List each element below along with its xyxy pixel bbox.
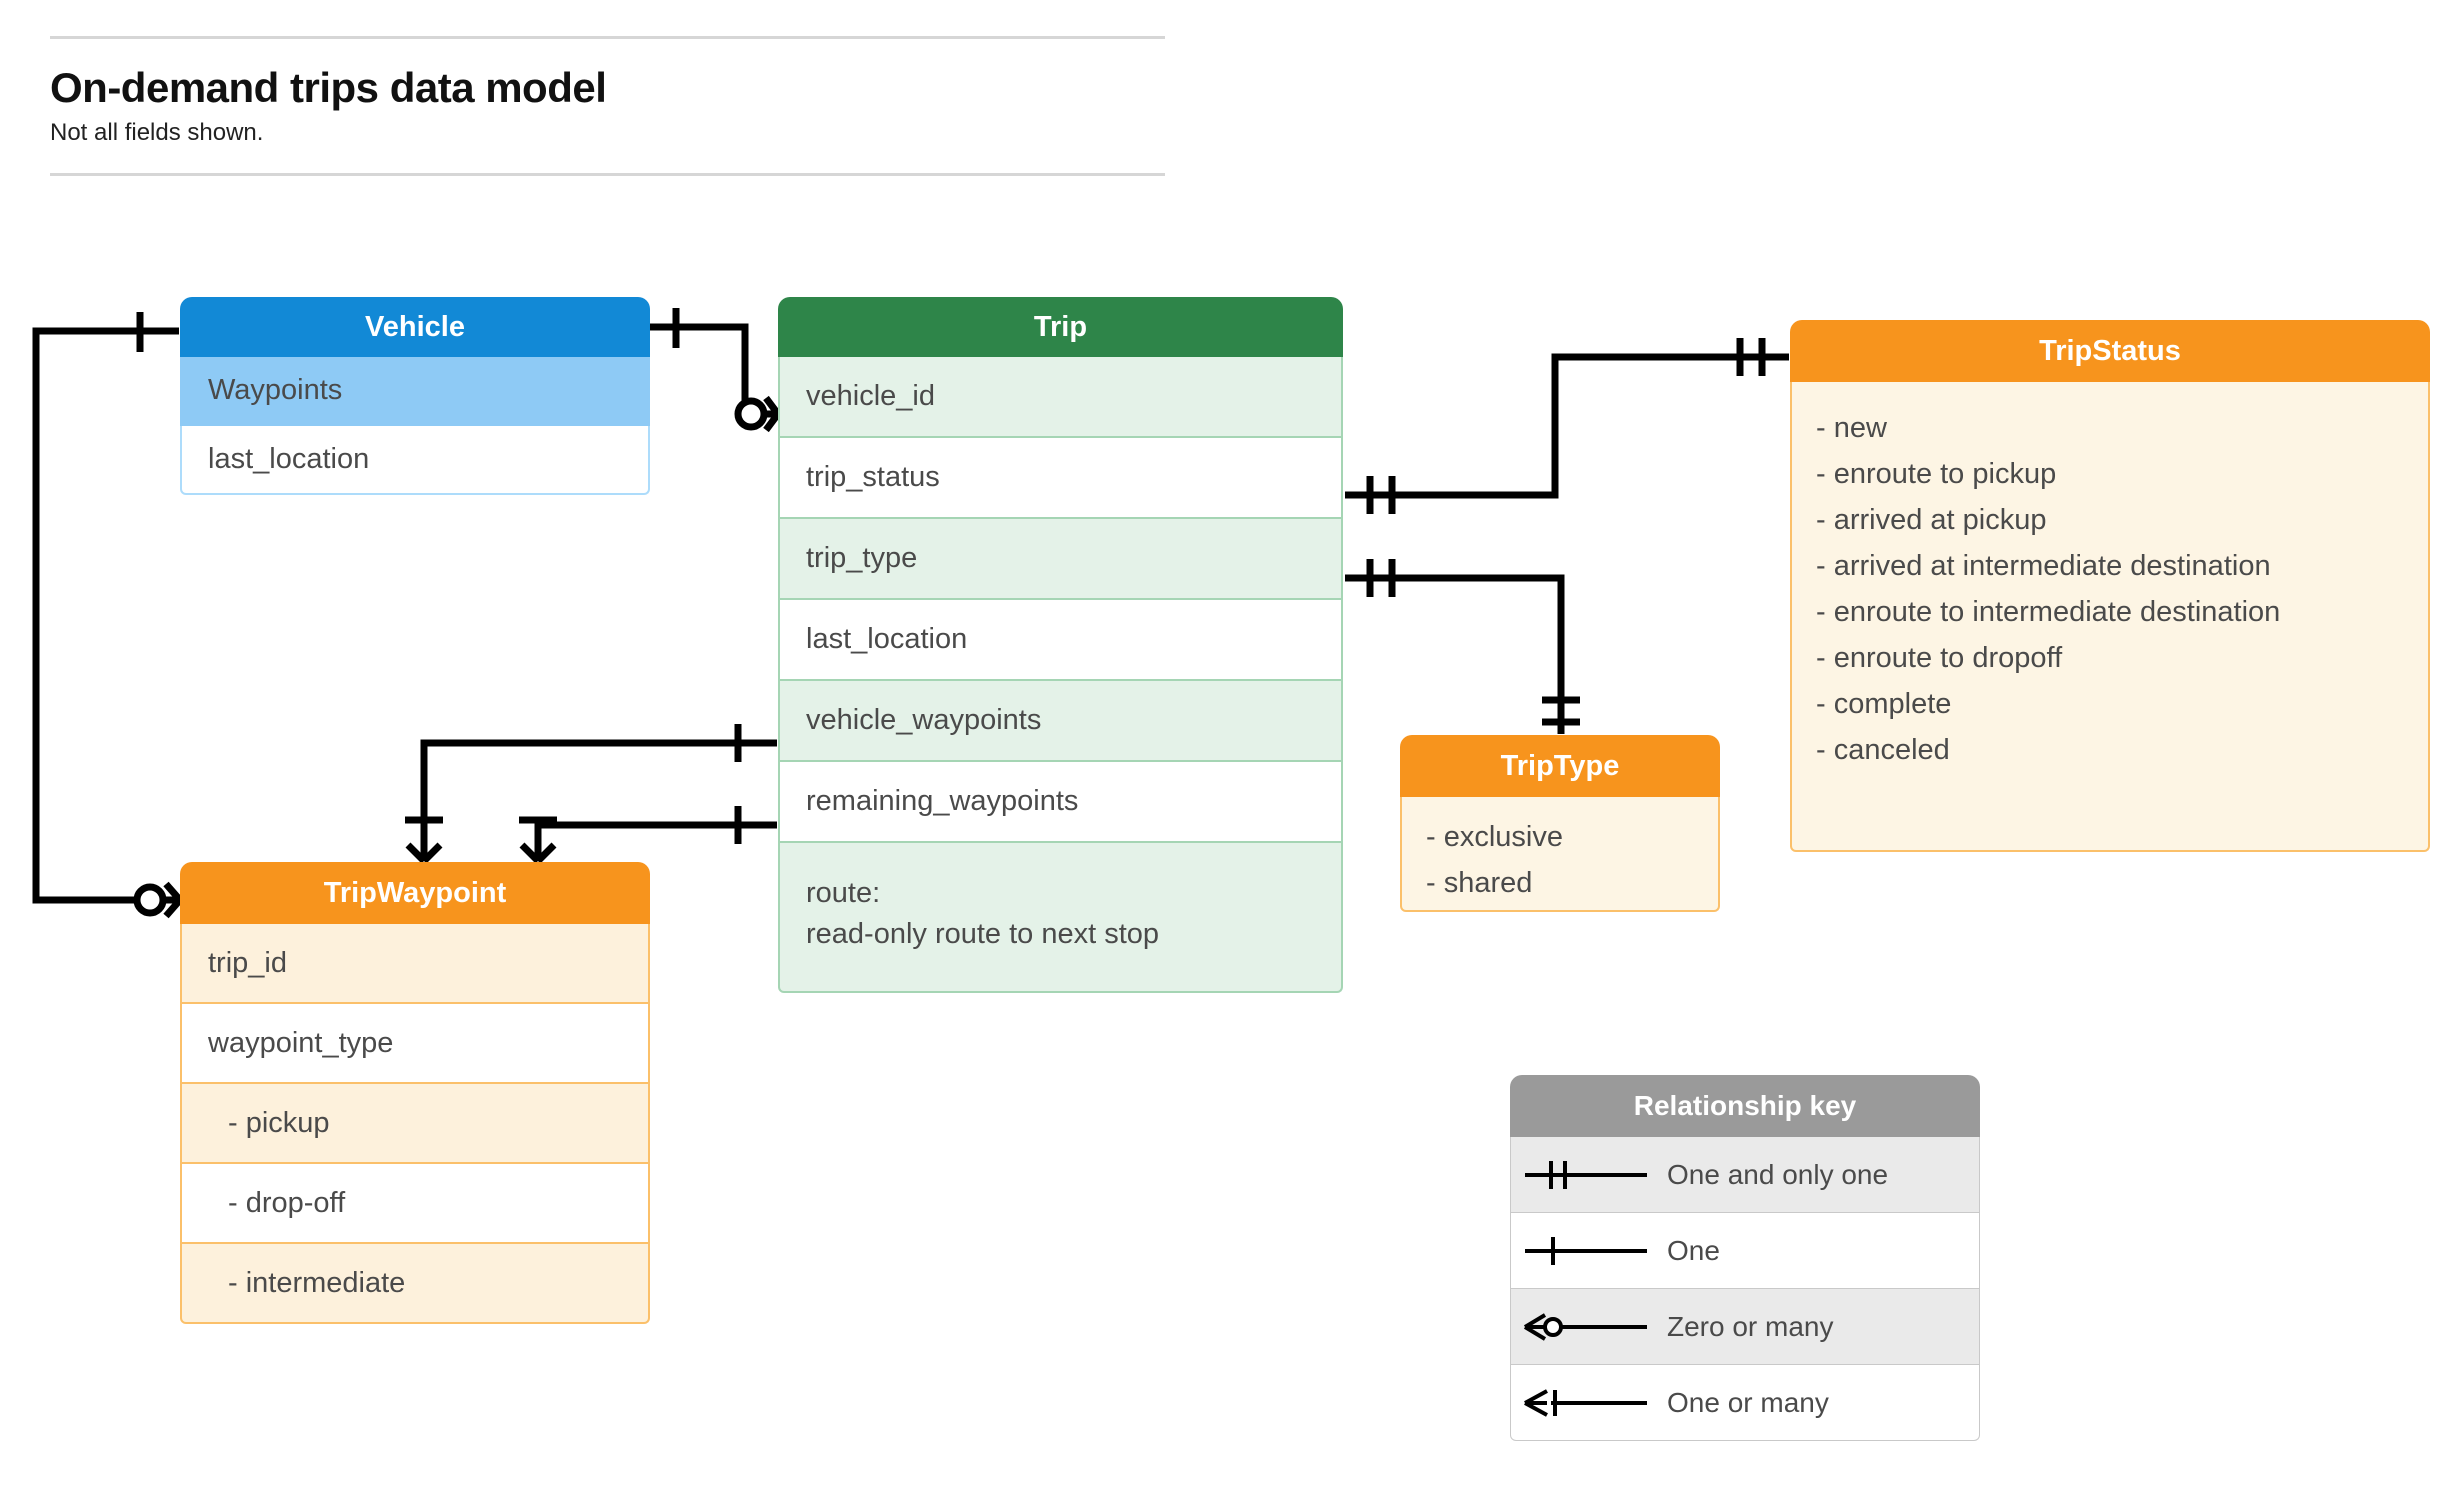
connector-vehicle-waypoints-to-tripwaypoint xyxy=(32,312,183,919)
trip-route-label: route: xyxy=(806,877,881,909)
entity-tripwaypoint-title: TripWaypoint xyxy=(180,862,650,924)
connector-vehicle-to-trip xyxy=(650,308,781,433)
trip-field-vehicle-waypoints[interactable]: vehicle_waypoints xyxy=(778,681,1343,762)
relationship-key-panel: Relationship key One and only one One xyxy=(1510,1075,1980,1441)
tripstatus-values: - new - enroute to pickup - arrived at p… xyxy=(1790,382,2430,852)
entity-vehicle[interactable]: Vehicle Waypoints last_location xyxy=(180,297,650,495)
vehicle-field-last-location[interactable]: last_location xyxy=(180,426,650,495)
relationship-key-label: One and only one xyxy=(1667,1158,1889,1190)
vehicle-field-waypoints[interactable]: Waypoints xyxy=(180,357,650,426)
triptype-value-exclusive: - exclusive xyxy=(1426,821,1563,853)
trip-field-vehicle-id[interactable]: vehicle_id xyxy=(778,357,1343,438)
page-subtitle: Not all fields shown. xyxy=(50,118,264,146)
tripstatus-value-enroute-to-dropoff: - enroute to dropoff xyxy=(1816,642,2063,674)
connector-trip-status-to-tripstatus xyxy=(1345,338,1789,514)
relationship-key-row: One xyxy=(1510,1213,1980,1289)
entity-vehicle-title: Vehicle xyxy=(180,297,650,357)
zero-or-many-icon xyxy=(1511,1307,1661,1347)
triptype-value-shared: - shared xyxy=(1426,867,1533,899)
tripstatus-value-arrived-at-pickup: - arrived at pickup xyxy=(1816,504,2047,536)
connector-remaining-waypoints-field-to-tripwaypoint xyxy=(519,806,777,864)
triptype-values: - exclusive - shared xyxy=(1400,797,1720,912)
trip-field-trip-status[interactable]: trip_status xyxy=(778,438,1343,519)
relationship-key-row: Zero or many xyxy=(1510,1289,1980,1365)
tripstatus-value-arrived-at-intermediate-destination: - arrived at intermediate destination xyxy=(1816,550,2271,582)
one-and-only-one-icon xyxy=(1511,1155,1661,1195)
entity-tripstatus[interactable]: TripStatus - new - enroute to pickup - a… xyxy=(1790,320,2430,852)
tripwaypoint-value-drop-off[interactable]: - drop-off xyxy=(180,1164,650,1244)
tripstatus-value-canceled: - canceled xyxy=(1816,734,1950,766)
trip-field-trip-type[interactable]: trip_type xyxy=(778,519,1343,600)
entity-trip[interactable]: Trip vehicle_id trip_status trip_type la… xyxy=(778,297,1343,993)
trip-field-route[interactable]: route: read-only route to next stop xyxy=(778,843,1343,993)
relationship-key-label: One xyxy=(1667,1234,1720,1266)
header-rule-top xyxy=(50,36,1165,39)
tripwaypoint-value-pickup[interactable]: - pickup xyxy=(180,1084,650,1164)
tripstatus-value-enroute-to-pickup: - enroute to pickup xyxy=(1816,458,2057,490)
relationship-key-label: Zero or many xyxy=(1667,1310,1834,1342)
one-icon xyxy=(1511,1231,1661,1271)
relationship-key-row: One and only one xyxy=(1510,1137,1980,1213)
entity-trip-title: Trip xyxy=(778,297,1343,357)
tripwaypoint-value-intermediate[interactable]: - intermediate xyxy=(180,1244,650,1324)
tripwaypoint-field-waypoint-type[interactable]: waypoint_type xyxy=(180,1004,650,1084)
entity-tripstatus-title: TripStatus xyxy=(1790,320,2430,382)
one-or-many-icon xyxy=(1511,1383,1661,1423)
relationship-key-title: Relationship key xyxy=(1510,1075,1980,1137)
connector-trip-type-to-triptype xyxy=(1345,559,1580,734)
tripstatus-value-new: - new xyxy=(1816,412,1887,444)
entity-triptype-title: TripType xyxy=(1400,735,1720,797)
tripstatus-value-enroute-to-intermediate-destination: - enroute to intermediate destination xyxy=(1816,596,2281,628)
header-rule-bottom xyxy=(50,173,1165,177)
tripstatus-value-complete: - complete xyxy=(1816,688,1952,720)
tripwaypoint-field-trip-id[interactable]: trip_id xyxy=(180,924,650,1004)
connector-vehicle-waypoints-field-to-tripwaypoint xyxy=(405,724,777,864)
entity-tripwaypoint[interactable]: TripWaypoint trip_id waypoint_type - pic… xyxy=(180,862,650,1324)
trip-field-last-location[interactable]: last_location xyxy=(778,600,1343,681)
page-title: On-demand trips data model xyxy=(50,64,607,111)
relationship-key-row: One or many xyxy=(1510,1365,1980,1441)
trip-route-description: read-only route to next stop xyxy=(806,918,1160,951)
page-header: On-demand trips data model Not all field… xyxy=(50,36,1165,177)
trip-field-remaining-waypoints[interactable]: remaining_waypoints xyxy=(778,762,1343,843)
relationship-key-label: One or many xyxy=(1667,1386,1829,1418)
entity-triptype[interactable]: TripType - exclusive - shared xyxy=(1400,735,1720,912)
